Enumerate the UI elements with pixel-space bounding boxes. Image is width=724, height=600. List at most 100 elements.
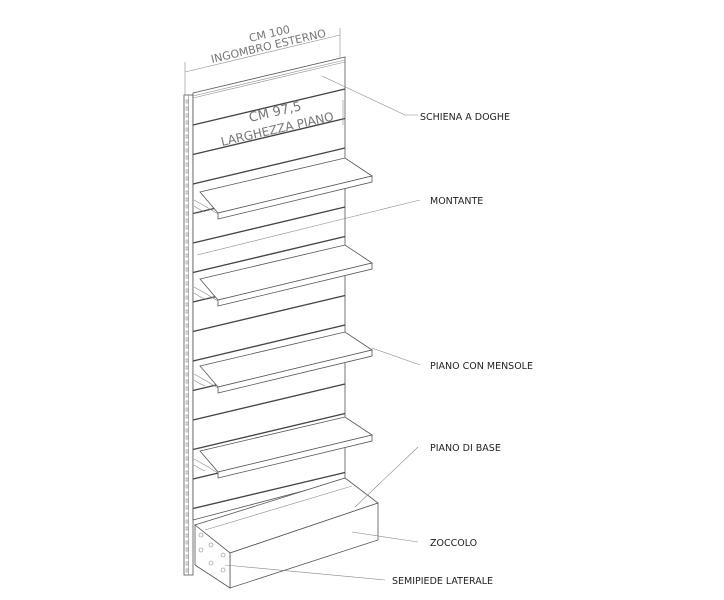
upright-slot — [185, 183, 189, 188]
callout-foot: SEMIPIEDE LATERALE — [224, 564, 493, 587]
base-plinth — [194, 477, 379, 589]
upright-slot — [185, 260, 189, 265]
upright-slot — [185, 169, 189, 174]
shelf-front — [217, 262, 373, 307]
slat-line — [192, 117, 346, 156]
upright-slot — [185, 379, 189, 384]
upright-slot — [185, 526, 189, 531]
upright-slot — [185, 197, 189, 202]
upright-slot — [185, 309, 189, 314]
callout-back: SCHIENA A DOGHE — [321, 75, 510, 123]
upright-slot — [185, 141, 189, 146]
shelf-front — [217, 175, 373, 220]
upright-slot — [185, 232, 189, 237]
upright-slot — [185, 218, 189, 223]
shelf-bracket — [193, 458, 219, 474]
upright-slot — [185, 246, 189, 251]
upright-slot — [185, 400, 189, 405]
shelf-bracket — [193, 464, 206, 472]
upright-slot — [185, 477, 189, 482]
upright-slot — [185, 134, 189, 139]
upright-slot — [185, 512, 189, 517]
upright-slot — [185, 239, 189, 244]
callout-upright: MONTANTE — [196, 196, 483, 256]
upright-slot — [185, 428, 189, 433]
upright-slot — [185, 519, 189, 524]
slat-line — [192, 88, 346, 126]
shelf-bracket — [193, 373, 219, 389]
upright-slot — [185, 435, 189, 440]
upright-slot — [185, 533, 189, 538]
upright-slot — [185, 295, 189, 300]
slat-line — [192, 206, 346, 244]
upright-slot — [185, 344, 189, 349]
upright-slot — [185, 127, 189, 132]
upright-slot — [185, 267, 189, 272]
shelf — [193, 157, 373, 220]
slat-line — [192, 294, 346, 333]
callout-plinth: ZOCCOLO — [351, 531, 477, 549]
upright-slot — [185, 281, 189, 286]
upright-slot — [185, 463, 189, 468]
shelf-front — [217, 349, 373, 394]
upright-slot — [185, 421, 189, 426]
upright-slot — [185, 225, 189, 230]
upright — [183, 94, 194, 576]
slat-line — [192, 412, 346, 451]
upright-slot — [185, 491, 189, 496]
upright-slot — [185, 407, 189, 412]
upright-slot — [185, 162, 189, 167]
upright-slot — [185, 484, 189, 489]
upright-slot — [185, 190, 189, 195]
shelf-front — [217, 434, 373, 479]
upright-slot — [185, 148, 189, 153]
slat-line — [192, 471, 346, 510]
callout-label: PIANO CON MENSOLE — [430, 361, 533, 372]
shelves — [193, 157, 373, 479]
upright-slot — [185, 211, 189, 216]
upright-slot — [185, 99, 189, 104]
upright-slot — [185, 155, 189, 160]
shelf-bracket — [193, 286, 219, 302]
upright-slot — [185, 547, 189, 552]
upright-slot — [185, 540, 189, 545]
shelf — [193, 416, 373, 479]
upright-slot — [185, 204, 189, 209]
shelf — [193, 331, 373, 394]
upright-slot — [185, 393, 189, 398]
upright-slot — [185, 470, 189, 475]
upright-slot — [185, 288, 189, 293]
upright-slot — [185, 274, 189, 279]
upright-slot — [185, 456, 189, 461]
upright-slot — [185, 351, 189, 356]
slat-line — [192, 235, 346, 274]
callout-label: MONTANTE — [430, 196, 483, 207]
upright-slot — [185, 554, 189, 559]
upright-slot — [185, 414, 189, 419]
shelf — [193, 244, 373, 307]
upright-slot — [185, 498, 189, 503]
callout-shelf: PIANO CON MENSOLE — [371, 347, 533, 372]
shelf-bracket — [193, 199, 219, 215]
upright-slot — [185, 316, 189, 321]
upright-slot — [185, 505, 189, 510]
shelf-bracket — [193, 292, 206, 300]
callout-label: ZOCCOLO — [430, 538, 477, 549]
upright-slot — [185, 176, 189, 181]
slat-line — [192, 383, 346, 421]
callout-label: PIANO DI BASE — [430, 443, 501, 454]
shelf-bracket — [193, 379, 206, 387]
upright-slot — [185, 337, 189, 342]
callout-base-shelf: PIANO DI BASE — [354, 443, 501, 508]
callout-label: SCHIENA A DOGHE — [420, 112, 510, 123]
upright-slot — [185, 372, 189, 377]
upright-slot — [185, 442, 189, 447]
upright-slot — [185, 106, 189, 111]
callout-label: SEMIPIEDE LATERALE — [392, 576, 493, 587]
upright-slot — [185, 561, 189, 566]
upright-slot — [185, 330, 189, 335]
upright-slot — [185, 253, 189, 258]
upright-slot — [185, 120, 189, 125]
